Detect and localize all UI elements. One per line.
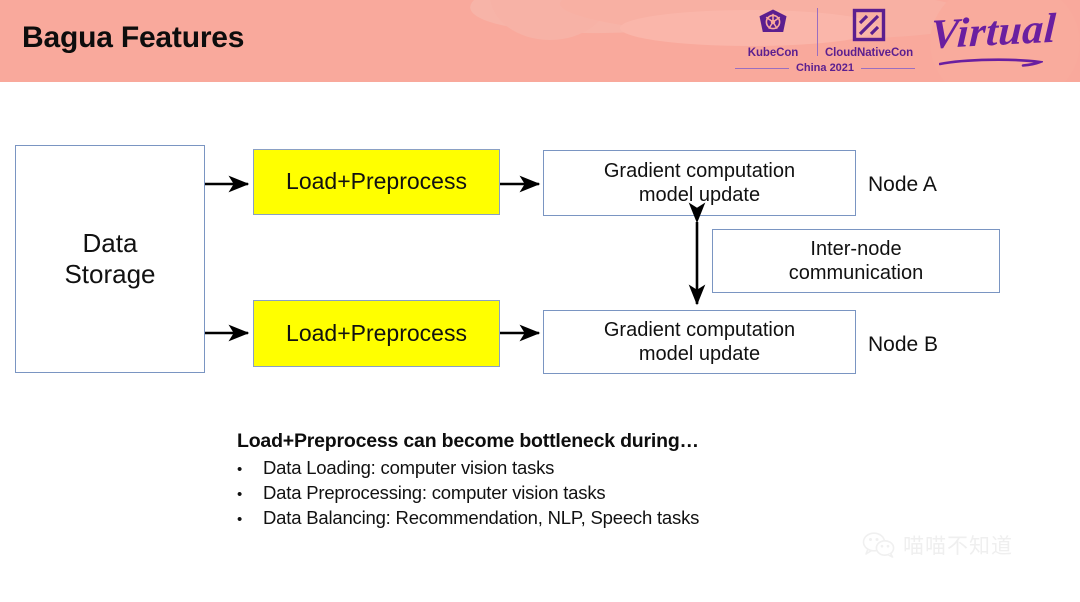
- bullet-text: Data Preprocessing: computer vision task…: [263, 482, 606, 503]
- bullet-marker-icon: •: [237, 461, 243, 478]
- conference-logo-lockup: KubeCon CloudNativeCon China 2021: [735, 4, 915, 80]
- inter-node-communication-box: Inter-node communication: [712, 229, 1000, 293]
- gradient-computation-box-a: Gradient computation model update: [543, 150, 856, 216]
- data-storage-line1: Data: [82, 227, 138, 258]
- load-preprocess-box-a: Load+Preprocess: [253, 149, 500, 215]
- list-item: • Data Loading: computer vision tasks: [237, 457, 857, 479]
- gradient-a-line2: model update: [638, 184, 761, 206]
- watermark-text: 喵喵不知道: [903, 535, 1013, 558]
- list-item: • Data Preprocessing: computer vision ta…: [237, 482, 857, 504]
- bullet-section: Load+Preprocess can become bottleneck du…: [237, 430, 857, 529]
- internode-line2: communication: [788, 262, 924, 284]
- cncf-square-icon: [823, 4, 915, 46]
- year-rule-left: [735, 67, 789, 69]
- conference-year-row: China 2021: [735, 62, 915, 74]
- list-item: • Data Balancing: Recommendation, NLP, S…: [237, 507, 857, 529]
- virtual-badge: Virtual: [925, 6, 1065, 74]
- header-wave-shape: [620, 10, 880, 46]
- load-preprocess-box-b: Load+Preprocess: [253, 300, 500, 367]
- kubernetes-helm-icon: [735, 4, 811, 46]
- node-a-label: Node A: [868, 173, 937, 196]
- conference-year-label: China 2021: [795, 62, 855, 74]
- page-title: Bagua Features: [22, 21, 245, 54]
- watermark: 喵喵不知道: [862, 530, 1013, 560]
- data-storage-line2: Storage: [64, 259, 156, 289]
- kubecon-logo: KubeCon: [735, 4, 811, 59]
- kubecon-label: KubeCon: [747, 47, 799, 59]
- data-storage-box: Data Storage: [15, 145, 205, 373]
- bullet-text: Data Loading: computer vision tasks: [263, 457, 555, 478]
- bullet-marker-icon: •: [237, 486, 243, 503]
- virtual-label: Virtual: [929, 5, 1058, 59]
- bullet-heading: Load+Preprocess can become bottleneck du…: [237, 430, 699, 452]
- cloudnativecon-label: CloudNativeCon: [824, 47, 914, 59]
- gradient-b-line1: Gradient computation: [603, 319, 796, 341]
- wechat-icon: [862, 532, 895, 558]
- gradient-computation-box-b: Gradient computation model update: [543, 310, 856, 374]
- year-rule-right: [861, 67, 915, 69]
- cloudnativecon-logo: CloudNativeCon: [823, 4, 915, 59]
- gradient-a-line1: Gradient computation: [603, 160, 796, 182]
- header-circle-shape: [930, 0, 1080, 82]
- internode-line1: Inter-node: [810, 238, 902, 260]
- slide-header-band: [0, 0, 1080, 82]
- bullet-marker-icon: •: [237, 511, 243, 528]
- gradient-b-line2: model update: [638, 343, 761, 365]
- logo-divider: [817, 8, 818, 56]
- bullet-text: Data Balancing: Recommendation, NLP, Spe…: [263, 507, 700, 528]
- node-b-label: Node B: [868, 333, 939, 356]
- virtual-underline-swoosh: [939, 58, 1043, 67]
